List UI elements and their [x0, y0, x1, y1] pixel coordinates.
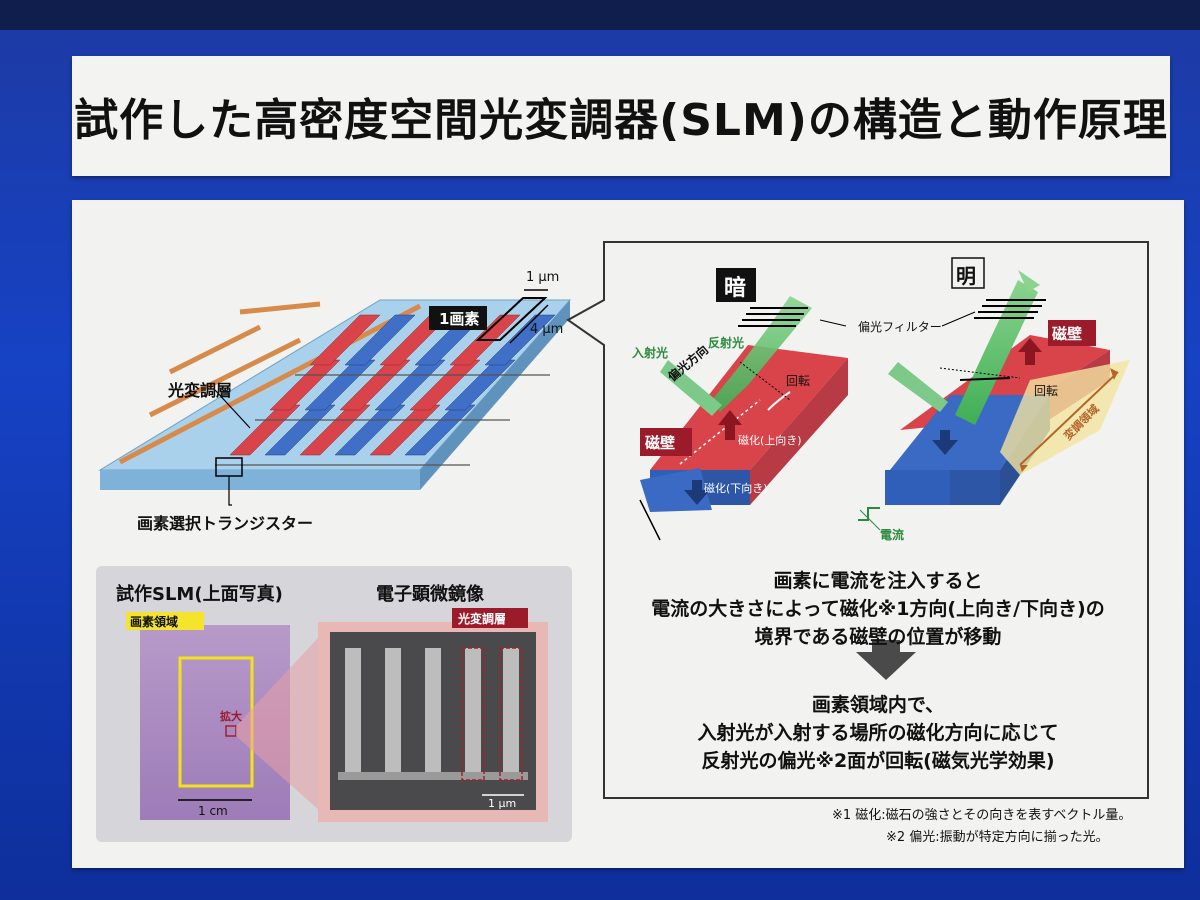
- bright-label: 明: [956, 264, 976, 288]
- footnote-1: ※1 磁化:磁石の強さとその向きを表すベクトル量。: [832, 808, 1132, 823]
- layer-tag-bg: [452, 608, 528, 628]
- pixel-label-box: [429, 306, 487, 330]
- bright-down-arrow: [932, 430, 958, 455]
- photo-block: [96, 566, 572, 842]
- page-title: 試作した高密度空間光変調器(SLM)の構造と動作原理: [74, 95, 1168, 146]
- dark-polarizer: [738, 307, 808, 327]
- micro-title: 電子顕微鏡像: [376, 584, 484, 605]
- incident-label: 入射光: [632, 346, 669, 360]
- enlarge-projection: [236, 625, 330, 820]
- polarizer-label: 偏光フィルター: [858, 320, 942, 334]
- wall-label-bright: 磁壁: [1052, 325, 1083, 343]
- para1-line1: 画素に電流を注入すると: [773, 570, 983, 592]
- transistor-label: 画素選択トランジスター: [137, 514, 314, 533]
- wire-1: [118, 303, 422, 465]
- polarizer-leader-2: [941, 311, 976, 327]
- pixel-region-label: 画素領域: [130, 615, 179, 629]
- reflected-label: 反射光: [708, 336, 745, 350]
- dim-4um-arrow: [509, 304, 549, 344]
- rotation-label-bright: 回転: [1034, 384, 1059, 398]
- top-dark-band: [0, 0, 1200, 30]
- dark-red-top: [650, 345, 848, 470]
- wire-3: [168, 324, 262, 375]
- footnote-2: ※2 偏光:振動が特定方向に揃った光。: [886, 830, 1109, 845]
- layer-box-2: [499, 647, 523, 781]
- bright-wall-tag: [1048, 320, 1096, 346]
- dark-down-arrow: [684, 480, 710, 505]
- layer-label: 光変調層: [168, 381, 233, 400]
- para1-line3: 境界である磁壁の位置が移動: [754, 626, 1002, 648]
- current-symbol: [858, 507, 880, 521]
- polarizer-leader-1: [819, 319, 847, 327]
- slm-structure-3d: [98, 289, 572, 506]
- dark-label-box: [716, 268, 756, 302]
- dark-up-arrow: [718, 410, 742, 440]
- para2-line3: 反射光の偏光※2面が回転(磁気光学効果): [701, 750, 1055, 772]
- title-board: 試作した高密度空間光変調器(SLM)の構造と動作原理: [72, 56, 1170, 176]
- bright-polarizer: [974, 299, 1046, 319]
- current-label: 電流: [880, 528, 905, 542]
- dark-incident-beam: [660, 360, 722, 416]
- bright-label-box: [951, 257, 985, 289]
- dark-label: 暗: [724, 276, 747, 301]
- rotation-label-dark: 回転: [786, 374, 811, 388]
- micro-stripes: [345, 648, 519, 778]
- substrate-front: [100, 470, 420, 490]
- principle-block: [566, 241, 1149, 799]
- para2-line1: 画素領域内で、: [811, 694, 945, 716]
- modulation-region-band: [1000, 360, 1130, 475]
- para1-line2: 電流の大きさによって磁化※1方向(上向き/下向き)の: [651, 598, 1105, 620]
- pixel-array: [215, 314, 556, 466]
- layer-tag-label: 光変調層: [458, 612, 507, 626]
- bright-reflect-beam: [955, 280, 1038, 425]
- wall-label-dark: 磁壁: [645, 434, 676, 452]
- bright-blue-front: [885, 470, 950, 505]
- substrate-side: [420, 300, 570, 490]
- mag-down-label: 磁化(下向き): [704, 482, 768, 495]
- dark-wall-tag: [640, 428, 692, 456]
- bright-incident-beam: [888, 362, 948, 412]
- dim-width-label: 1 μm: [526, 270, 560, 285]
- flow-arrow: [856, 652, 916, 680]
- pixel-region-tag: [126, 612, 204, 630]
- scale-cm-label: 1 cm: [198, 804, 228, 818]
- para2-line2: 入射光が入射する場所の磁化方向に応じて: [697, 722, 1059, 744]
- mag-up-label: 磁化(上向き): [738, 434, 802, 447]
- dim-length-label: 4 μm: [530, 322, 564, 337]
- dark-red-side: [750, 358, 848, 505]
- pixel-outline: [475, 297, 548, 341]
- wire-2: [148, 337, 302, 418]
- layer-box-1: [461, 647, 485, 781]
- bright-up-arrow: [1018, 338, 1042, 365]
- photo-title: 試作SLM(上面写真): [116, 584, 283, 605]
- wire-4: [239, 301, 321, 315]
- pixel-label: 1画素: [439, 310, 480, 328]
- enlarge-label: 拡大: [220, 710, 242, 723]
- layer-leader: [214, 389, 251, 429]
- modulation-arrow: [1019, 371, 1119, 466]
- scale-um-label: 1 μm: [488, 797, 517, 810]
- dark-blue-front2: [700, 470, 750, 505]
